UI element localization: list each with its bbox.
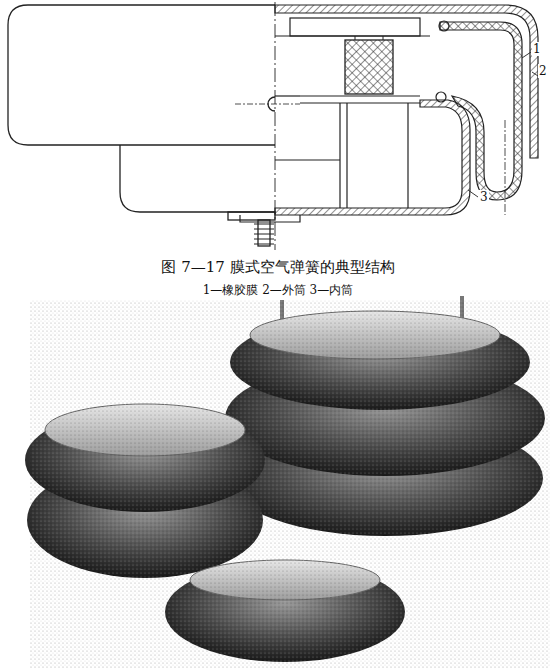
callout-number: 3 [479, 190, 489, 204]
callout-number: 2 [538, 64, 548, 78]
figure-caption: 图 7—17 膜式空气弹簧的典型结构 [160, 258, 395, 276]
callout-number: 1 [532, 42, 542, 56]
part-key: 1—橡胶膜 2—外筒 3—内筒 [202, 283, 355, 297]
